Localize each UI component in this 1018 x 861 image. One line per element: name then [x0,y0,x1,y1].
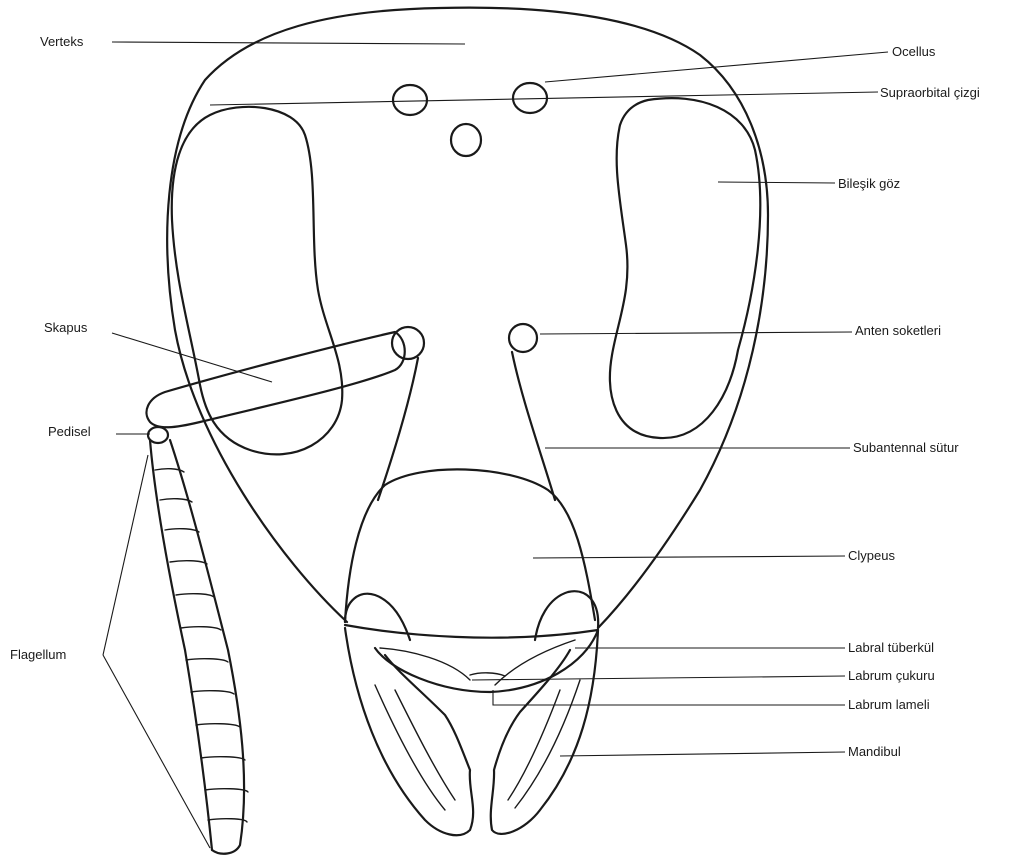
labral-tubercle-right [535,591,598,640]
flagellum-outline-left [150,440,212,850]
right-compound-eye [610,98,760,438]
labrum-outline [345,625,598,692]
flagellum-outline-right [170,440,244,854]
leader-anten-soketleri [540,332,852,334]
labrum-pit [470,673,505,676]
ocellus-left [393,85,427,115]
label-clypeus: Clypeus [848,548,895,564]
label-bilesik-goz: Bileşik göz [838,176,900,192]
mandible-right-ridge [515,680,580,808]
label-flagellum: Flagellum [10,647,66,663]
label-labral-tuberkul: Labral tüberkül [848,640,934,656]
flagellum-segments [155,469,248,822]
leader-ocellus [545,52,888,82]
mandible-right [491,630,598,834]
leader-flagellum-2 [103,655,210,848]
head-capsule-outline [167,8,768,628]
mandible-left [345,628,473,835]
label-pedisel: Pedisel [48,424,91,440]
label-verteks: Verteks [40,34,83,50]
label-skapus: Skapus [44,320,87,336]
label-supraorbital: Supraorbital çizgi [880,85,980,101]
ocellus-median [451,124,481,156]
mandible-right-ridge-2 [508,690,560,800]
leader-lines [103,42,888,848]
leader-mandibul [560,752,845,756]
leader-labrum-lameli [493,690,845,705]
scape [146,332,404,427]
label-ocellus: Ocellus [892,44,935,60]
antenna-socket-right [509,324,537,352]
leader-bilesik-goz [718,182,835,183]
label-labrum-lameli: Labrum lameli [848,697,930,713]
label-subantennal: Subantennal sütur [853,440,959,456]
leader-supraorbital [210,92,878,105]
label-labrum-cukuru: Labrum çukuru [848,668,935,684]
leader-clypeus [533,556,845,558]
leader-labrum-cukuru [472,676,845,680]
label-anten-soketleri: Anten soketleri [855,323,941,339]
label-mandibul: Mandibul [848,744,901,760]
leader-flagellum-1 [103,455,148,655]
antenna-socket-left [392,327,424,359]
leader-verteks [112,42,465,44]
